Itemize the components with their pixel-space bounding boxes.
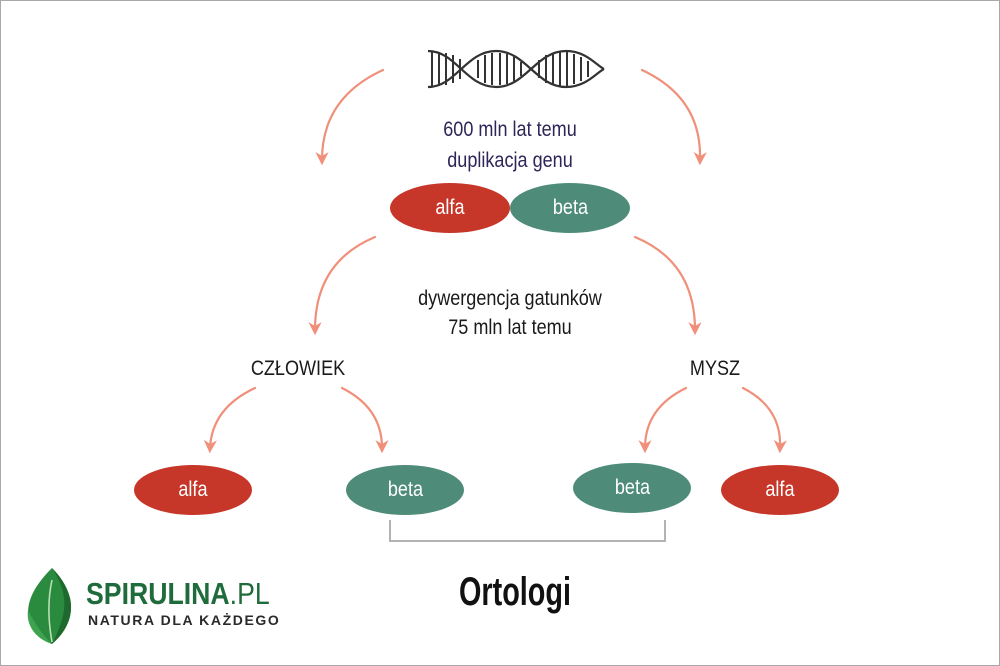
logo-wordmark: SPIRULINA.PL xyxy=(86,574,270,614)
human-alfa-gene: alfa xyxy=(134,465,252,515)
mouse-alfa-label: alfa xyxy=(765,478,795,501)
orthologs-bracket xyxy=(389,520,666,542)
divergence-label: dywergencja gatunków xyxy=(418,287,602,310)
arrow-human-right xyxy=(340,386,389,454)
arrow-mouse-right xyxy=(741,386,787,454)
leaf-logo-icon xyxy=(27,568,72,644)
logo-name-suffix: .PL xyxy=(229,576,270,611)
ancestral-beta-label: beta xyxy=(552,196,588,219)
arrow-mid-left xyxy=(308,235,377,336)
mouse-alfa-gene: alfa xyxy=(721,465,839,515)
duplication-event-label: duplikacja genu xyxy=(447,149,573,172)
orthologs-label: Ortologi xyxy=(459,570,571,614)
arrow-human-left xyxy=(203,386,257,454)
human-alfa-label: alfa xyxy=(178,478,208,501)
logo-name-main: SPIRULINA xyxy=(86,576,230,611)
divergence-time-label: 75 mln lat temu xyxy=(448,316,572,339)
mouse-beta-label: beta xyxy=(614,476,650,499)
dna-helix-icon xyxy=(427,49,605,89)
mouse-beta-gene: beta xyxy=(573,463,691,513)
species-mouse-label: MYSZ xyxy=(689,357,741,380)
arrow-top-right xyxy=(640,68,707,166)
human-beta-label: beta xyxy=(387,478,423,501)
duplication-time-label: 600 mln lat temu xyxy=(443,118,577,141)
species-human-label: CZŁOWIEK xyxy=(250,357,346,380)
human-beta-gene: beta xyxy=(346,465,464,515)
arrow-mid-right xyxy=(633,235,702,336)
arrow-top-left xyxy=(315,68,385,166)
logo-tagline: NATURA DLA KAŻDEGO xyxy=(88,612,281,628)
ancestral-alfa-label: alfa xyxy=(435,196,465,219)
arrow-mouse-left xyxy=(638,386,688,454)
ancestral-beta-gene: beta xyxy=(510,183,630,233)
ancestral-alfa-gene: alfa xyxy=(390,183,510,233)
